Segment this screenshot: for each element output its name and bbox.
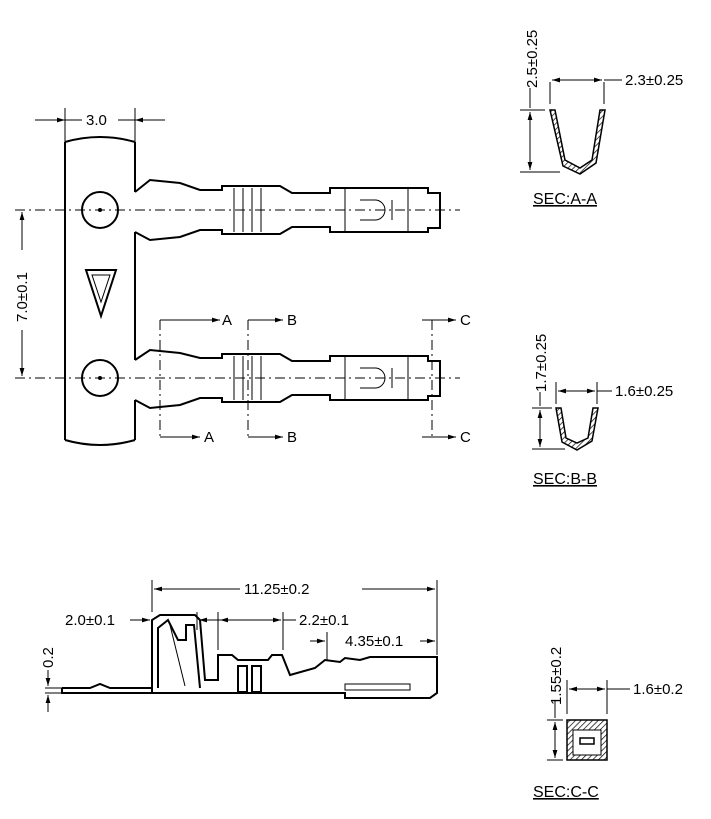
- insulation-crimp-dimension: 2.0±0.1: [65, 612, 115, 629]
- width-dimension: 3.0: [86, 112, 107, 129]
- section-mark-a: A A: [159, 312, 232, 446]
- contact-length-dimension: 4.35±0.1: [345, 633, 403, 650]
- svg-text:C: C: [460, 312, 471, 329]
- svg-text:A: A: [222, 312, 232, 329]
- cc-width-dimension: 1.6±0.2: [633, 681, 683, 698]
- section-bb: 1.7±0.25 1.6±0.25 SEC:B-B: [532, 334, 673, 488]
- pitch-dimension: 7.0±0.1: [14, 272, 31, 322]
- overall-length-dimension: 11.25±0.2: [244, 581, 310, 598]
- wire-crimp-dimension: 2.2±0.1: [299, 612, 349, 629]
- sec-bb-title: SEC:B-B: [533, 471, 597, 488]
- top-view: 3.0 7.0±0.1 A A B B C C: [14, 108, 471, 446]
- bb-width-dimension: 1.6±0.25: [615, 383, 673, 400]
- section-mark-b: B B: [247, 312, 297, 446]
- direction-triangle-icon: [84, 269, 118, 320]
- svg-text:C: C: [460, 429, 471, 446]
- terminal-lower: [134, 348, 441, 410]
- side-view: 11.25±0.2 2.0±0.1 2.2±0.1 4.35±0.1 0.2: [40, 580, 438, 712]
- svg-text:B: B: [287, 312, 297, 329]
- thickness-dimension: 0.2: [40, 647, 57, 668]
- aa-height-dimension: 2.5±0.25: [524, 30, 541, 88]
- svg-text:B: B: [287, 429, 297, 446]
- section-mark-c: C C: [422, 312, 471, 446]
- carrier-strip: [64, 108, 136, 446]
- section-aa: 2.5±0.25 2.3±0.25 SEC:A-A: [520, 30, 683, 208]
- section-cc: 1.55±0.2 1.6±0.2 SEC:C-C: [533, 647, 683, 801]
- aa-width-dimension: 2.3±0.25: [625, 72, 683, 89]
- sec-cc-title: SEC:C-C: [533, 784, 599, 801]
- svg-text:A: A: [204, 429, 214, 446]
- sec-aa-title: SEC:A-A: [533, 191, 597, 208]
- cc-height-dimension: 1.55±0.2: [548, 647, 565, 705]
- bb-height-dimension: 1.7±0.25: [533, 334, 550, 392]
